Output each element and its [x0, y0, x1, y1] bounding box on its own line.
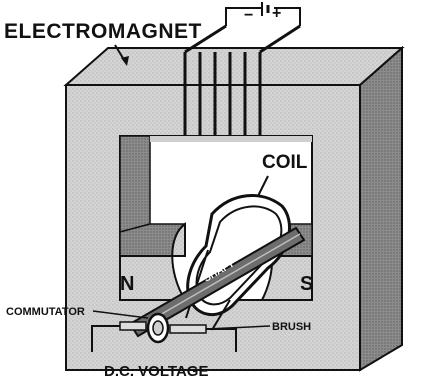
- commutator-label: COMMUTATOR: [6, 306, 85, 318]
- battery-plus-label: +: [272, 5, 281, 22]
- north-pole-label: N: [120, 273, 134, 295]
- brush-label: BRUSH: [272, 321, 311, 333]
- battery: − +: [226, 2, 300, 26]
- coil-label: COIL: [262, 152, 308, 173]
- dc-voltage-label: D.C. VOLTAGE: [104, 363, 208, 380]
- battery-minus-label: −: [244, 7, 253, 24]
- electromagnet-label: ELECTROMAGNET: [4, 20, 202, 43]
- south-pole-label: S: [300, 273, 313, 295]
- commutator: [148, 314, 168, 342]
